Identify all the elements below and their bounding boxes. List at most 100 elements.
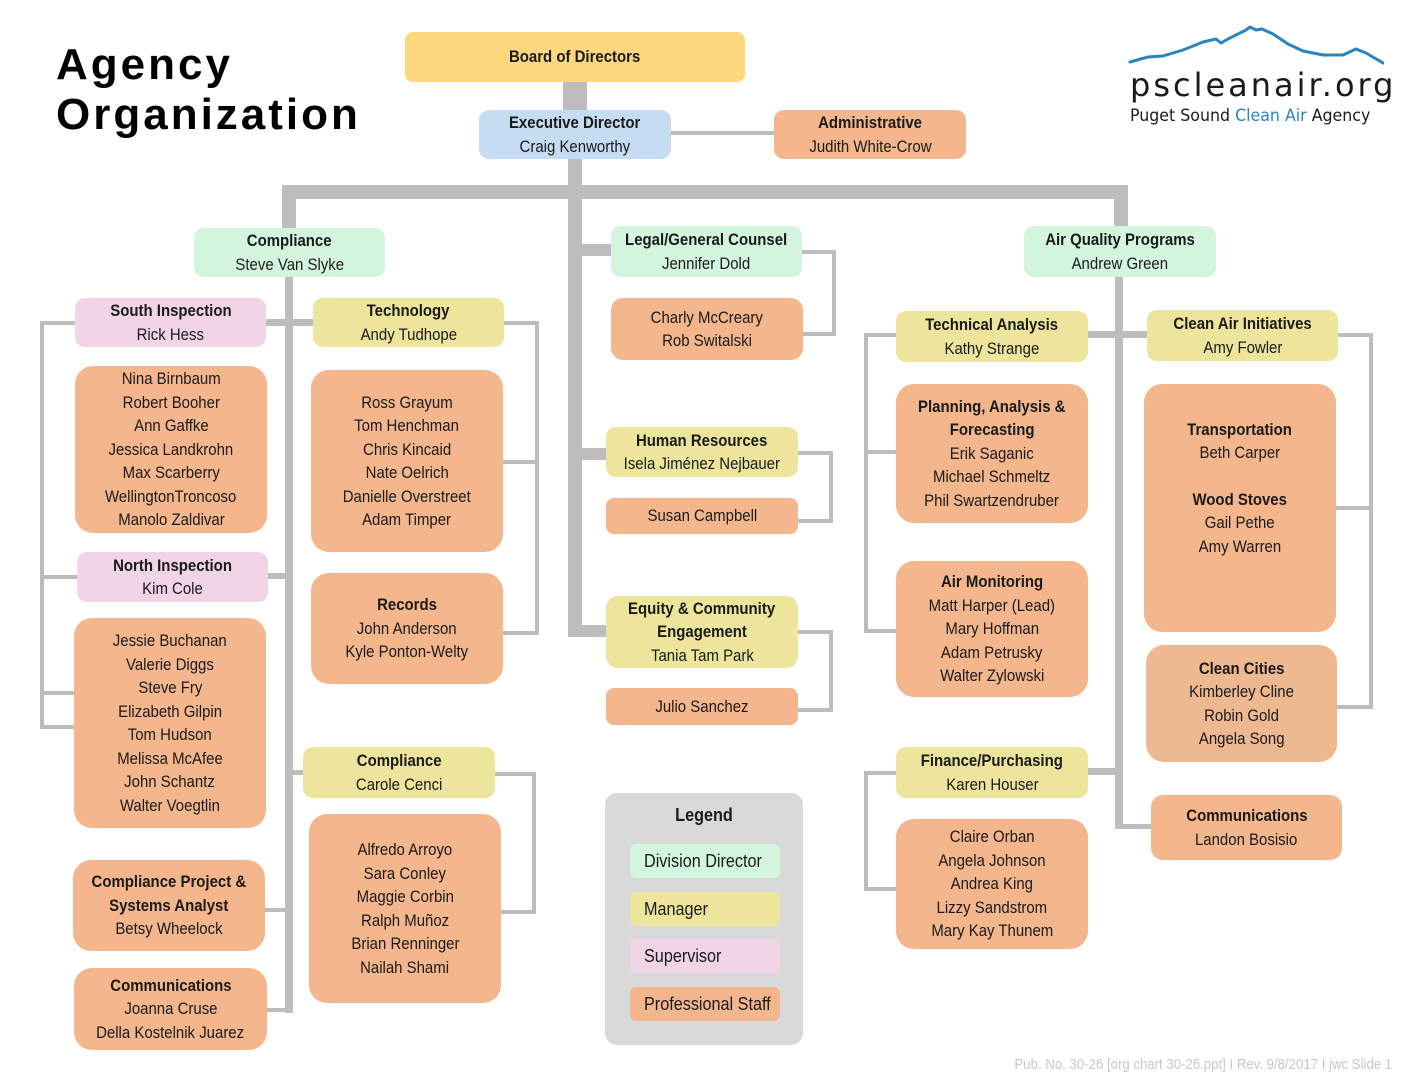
staff-name: Mary Hoffman	[945, 619, 1039, 639]
connector	[1088, 768, 1116, 775]
staff-name: Tom Henchman	[354, 416, 460, 435]
box-title: Compliance	[356, 751, 442, 770]
legal-director-box: Legal/General Counsel Jennifer Dold	[611, 226, 802, 277]
staff-name: Beth Carper	[1199, 443, 1281, 463]
connector	[1088, 331, 1148, 338]
staff-name: Tom Hudson	[128, 725, 212, 744]
staff-name: Julio Sanchez	[655, 696, 749, 716]
staff-name: Della Kostelnik Juarez	[96, 1022, 245, 1042]
connector	[494, 772, 536, 914]
technology-box: Technology Andy Tudhope	[313, 298, 504, 347]
records-box: Records John Anderson Kyle Ponton-Welty	[311, 573, 503, 684]
south-inspection-staff-box: Nina Birnbaum Robert Booher Ann Gaffke J…	[75, 366, 267, 533]
connector	[1337, 333, 1373, 709]
legend-label: Professional Staff	[644, 994, 771, 1014]
box-name: Andrew Green	[1071, 253, 1169, 273]
staff-name: Jessie Buchanan	[113, 631, 227, 650]
air-quality-director-box: Air Quality Programs Andrew Green	[1024, 226, 1216, 277]
connector	[40, 321, 78, 695]
technical-analysis-box: Technical Analysis Kathy Strange	[896, 311, 1088, 362]
box-title: Engagement	[657, 622, 747, 642]
staff-name: Mary Kay Thunem	[931, 921, 1053, 941]
staff-name: Ross Grayum	[361, 392, 453, 412]
title-line-1: Agency	[56, 40, 233, 89]
box-name: Landon Bosisio	[1195, 829, 1298, 849]
staff-name: Robert Booher	[122, 392, 220, 412]
box-title: Human Resources	[636, 430, 768, 450]
box-title: Forecasting	[949, 420, 1035, 440]
staff-name: Kyle Ponton-Welty	[345, 642, 469, 662]
box-name: Jennifer Dold	[662, 253, 751, 273]
staff-name: Matt Harper (Lead)	[928, 595, 1056, 615]
staff-name: Susan Campbell	[647, 506, 757, 526]
staff-name: Rob Switalski	[662, 331, 752, 350]
compliance-manager-staff-box: Alfredo Arroyo Sara Conley Maggie Corbin…	[309, 814, 501, 1003]
executive-director-box: Executive Director Craig Kenworthy	[479, 110, 671, 159]
box-name: Isela Jiménez Nejbauer	[623, 454, 781, 473]
administrative-box: Administrative Judith White-Crow	[774, 110, 966, 159]
staff-name: Joanna Cruse	[123, 999, 218, 1019]
equity-staff-box: Julio Sanchez	[606, 688, 798, 725]
staff-name: Ralph Muñoz	[360, 910, 450, 930]
human-resources-box: Human Resources Isela Jiménez Nejbauer	[606, 427, 798, 477]
staff-name: Andrea King	[950, 874, 1034, 894]
box-title: Air Monitoring	[940, 572, 1044, 592]
connector	[285, 276, 293, 1013]
box-name: Kim Cole	[142, 579, 203, 598]
transportation-woodstoves-box: Transportation Beth Carper Wood Stoves G…	[1144, 384, 1336, 632]
north-inspection-box: North Inspection Kim Cole	[77, 552, 268, 602]
connector	[568, 625, 608, 637]
connector	[568, 158, 582, 190]
staff-name: Nina Birnbaum	[121, 369, 221, 389]
connector	[670, 131, 776, 135]
agency-logo: pscleanair.org Puget Sound Clean Air Age…	[1128, 22, 1393, 132]
box-title: Planning, Analysis &	[918, 396, 1066, 416]
title-line-2: Organization	[56, 90, 361, 139]
staff-name: Nate Oelrich	[365, 463, 449, 482]
connector	[40, 575, 80, 729]
connector	[568, 244, 612, 256]
compliance-director-box: Compliance Steve Van Slyke	[194, 228, 385, 277]
south-inspection-box: South Inspection Rick Hess	[75, 298, 266, 347]
staff-name: Kimberley Cline	[1189, 682, 1294, 701]
logo-agency-suffix: Agency	[1306, 106, 1371, 126]
legend-label: Supervisor	[644, 946, 722, 966]
staff-name: Adam Timper	[362, 510, 452, 529]
staff-name: Valerie Diggs	[126, 654, 214, 674]
connector	[266, 1008, 288, 1012]
connector	[568, 448, 608, 460]
connector	[264, 908, 286, 912]
staff-name: Gail Pethe	[1205, 513, 1275, 533]
box-title: Communications	[1185, 806, 1308, 825]
box-title: Systems Analyst	[109, 895, 229, 915]
hr-staff-box: Susan Campbell	[606, 498, 798, 534]
board-of-directors-box: Board of Directors	[405, 32, 745, 82]
box-name: Judith White-Crow	[808, 136, 932, 156]
connector	[1114, 185, 1128, 230]
legend-item-manager: Manager	[630, 892, 780, 926]
connector	[266, 319, 314, 326]
staff-name: Danielle Overstreet	[342, 486, 472, 506]
box-name: Karen Houser	[945, 774, 1039, 794]
legend-label: Division Director	[644, 851, 762, 871]
connector	[503, 321, 539, 635]
staff-name: Amy Warren	[1198, 536, 1282, 556]
legend-title: Legend	[675, 805, 733, 825]
connector	[282, 185, 296, 230]
legend-item-division-director: Division Director	[630, 844, 780, 878]
connector	[568, 185, 582, 637]
connector	[802, 250, 836, 336]
connector	[282, 185, 1128, 199]
connector	[864, 771, 900, 891]
box-title: Air Quality Programs	[1045, 230, 1195, 249]
box-name: Kathy Strange	[944, 338, 1040, 358]
box-title: Finance/Purchasing	[920, 751, 1064, 770]
page-title: Agency Organization	[56, 40, 361, 140]
box-title: Wood Stoves	[1192, 489, 1288, 509]
mountain-icon	[1128, 25, 1384, 65]
box-title: Compliance	[247, 231, 332, 250]
connector	[1336, 506, 1369, 510]
staff-name: Michael Schmeltz	[933, 467, 1051, 487]
box-name: Betsy Wheelock	[115, 919, 223, 939]
compliance-communications-box: Communications Joanna Cruse Della Kostel…	[74, 968, 267, 1050]
